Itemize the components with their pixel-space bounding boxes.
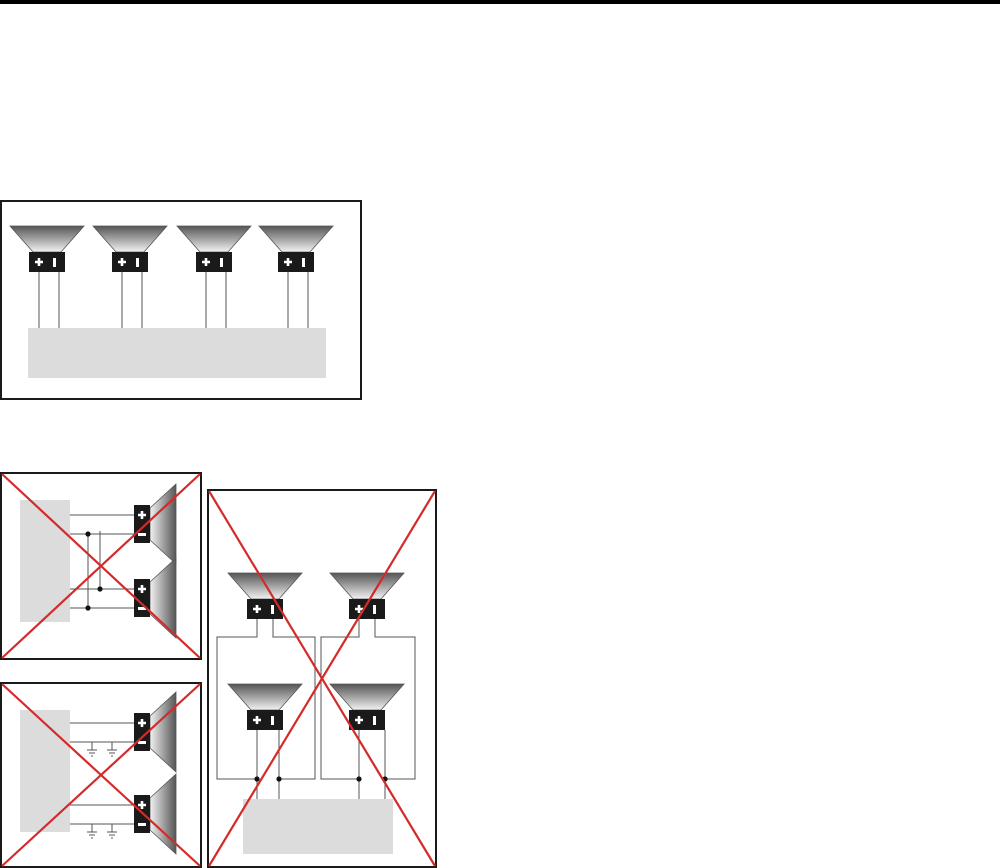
wire-junction [254, 776, 259, 781]
wire-junction [85, 531, 90, 536]
diagram-correct-individual-wiring [0, 200, 362, 400]
terminal-block [29, 252, 65, 272]
terminal-block [247, 599, 283, 619]
terminal-negative-sign [373, 605, 376, 614]
amplifier-box [20, 710, 70, 832]
diagram-wrong-grounded-negative-wiring [0, 682, 202, 868]
wire-junction [276, 776, 281, 781]
terminal-negative-sign [373, 716, 376, 725]
terminal-negative-sign [220, 258, 223, 267]
terminal-negative-sign [138, 533, 146, 536]
amplifier-box [243, 799, 393, 854]
terminal-block [278, 252, 314, 272]
terminal-block [247, 710, 283, 730]
wire-junction [97, 586, 102, 591]
terminal-block [112, 252, 148, 272]
diagram-wrong-series-parallel-wiring [207, 489, 437, 868]
terminal-block [349, 710, 385, 730]
wire-junction [356, 776, 361, 781]
diagram-wrong-parallel-wiring [0, 472, 202, 660]
top-rule [0, 0, 1000, 4]
terminal-negative-sign [138, 741, 146, 744]
terminal-block [196, 252, 232, 272]
wire-junction [85, 605, 90, 610]
terminal-negative-sign [302, 258, 305, 267]
terminal-negative-sign [271, 605, 274, 614]
amplifier-box [20, 500, 70, 622]
terminal-negative-sign [138, 823, 146, 826]
terminal-negative-sign [53, 258, 56, 267]
terminal-negative-sign [271, 716, 274, 725]
terminal-negative-sign [136, 258, 139, 267]
amplifier-box [28, 328, 326, 378]
